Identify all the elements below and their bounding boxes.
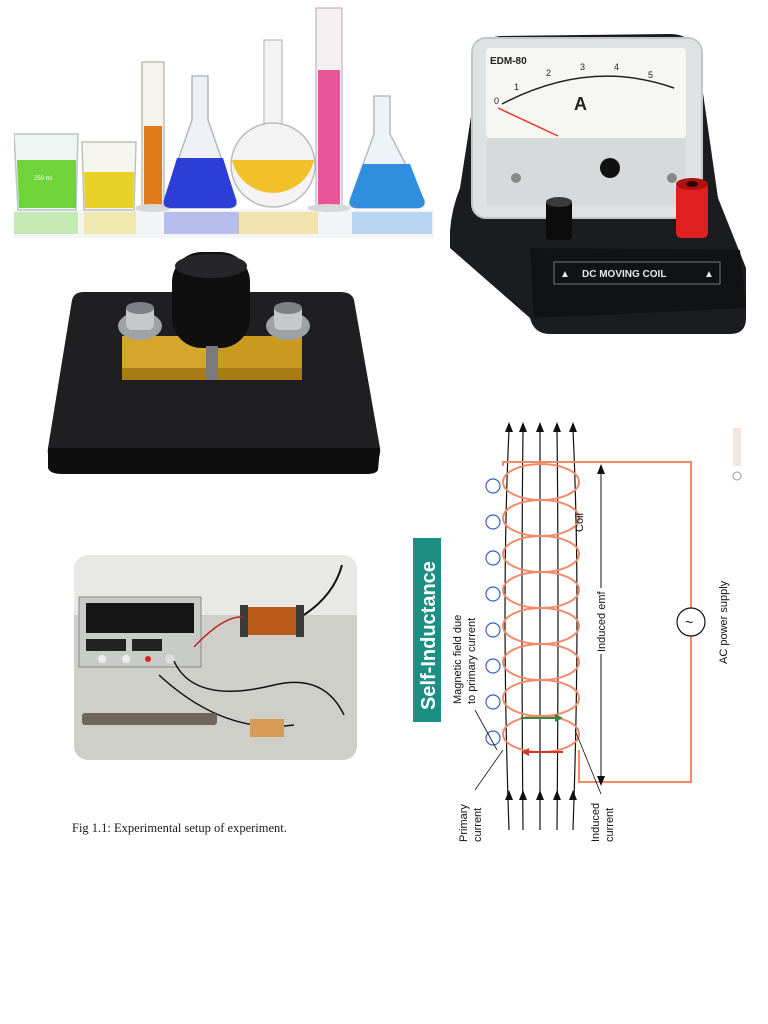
induced-emf-label: Induced emf xyxy=(596,591,608,652)
meter-scale-2: 2 xyxy=(546,68,551,78)
yellow-beaker xyxy=(81,141,137,234)
meter-needle xyxy=(497,107,559,137)
figure-caption: Fig 1.1: Experimental setup of experimen… xyxy=(72,821,287,835)
logo-icon xyxy=(732,428,742,481)
plug-cap xyxy=(172,252,250,380)
magnetic-field-label-2: to primary current xyxy=(466,618,478,704)
lab-glassware-image: 250 ml xyxy=(14,0,434,238)
magnetic-field-label-1: Magnetic field due xyxy=(452,615,464,704)
coil-label: Coil xyxy=(574,513,586,532)
meter-scale-4: 4 xyxy=(614,62,619,72)
self-inductance-diagram: Self-Inductance xyxy=(405,410,768,860)
gold-round-flask xyxy=(230,39,318,234)
coil-solenoid xyxy=(240,605,304,637)
right-screw xyxy=(266,302,310,340)
meter-scale-3: 3 xyxy=(580,62,585,72)
induced-current-label-1: Induced xyxy=(590,803,602,842)
svg-text:250 ml: 250 ml xyxy=(34,176,52,182)
meter-unit-label: A xyxy=(574,94,587,114)
svg-text:▲: ▲ xyxy=(560,269,570,280)
primary-current-label-2: current xyxy=(472,808,484,842)
primary-current-label-1: Primary xyxy=(458,804,470,842)
meter-model-label: EDM-80 xyxy=(490,56,527,67)
diagram-title: Self-Inductance xyxy=(418,561,440,710)
ac-supply-label: AC power supply xyxy=(718,580,730,664)
experiment-setup-photo xyxy=(74,555,357,760)
meter-scale-1: 1 xyxy=(514,82,519,92)
experiment-figure: Fig 1.1: Experimental setup of experimen… xyxy=(72,505,407,1005)
red-terminal xyxy=(676,178,708,238)
ac-supply-symbol xyxy=(676,607,706,637)
orange-cylinder xyxy=(135,61,171,212)
meter-base-label: DC MOVING COIL xyxy=(582,269,666,280)
plug-key-image xyxy=(40,248,385,478)
ammeter-image: EDM-80 0 1 2 3 4 5 A DC MOVING COIL ▲ ▲ xyxy=(450,18,750,340)
induced-current-label-2: current xyxy=(604,808,616,842)
meter-scale-0: 0 xyxy=(494,96,499,106)
green-beaker: 250 ml xyxy=(14,133,79,234)
field-lines xyxy=(504,429,578,831)
sky-blue-flask xyxy=(348,95,432,234)
pink-cylinder xyxy=(307,7,351,212)
svg-text:~: ~ xyxy=(685,614,693,630)
black-terminal xyxy=(546,197,572,240)
blue-flask xyxy=(162,75,239,234)
meter-scale-5: 5 xyxy=(648,70,653,80)
svg-text:▲: ▲ xyxy=(704,269,714,280)
left-screw xyxy=(118,302,162,340)
magnetic-field-loops xyxy=(485,478,501,746)
diagram-title-box xyxy=(413,538,441,722)
